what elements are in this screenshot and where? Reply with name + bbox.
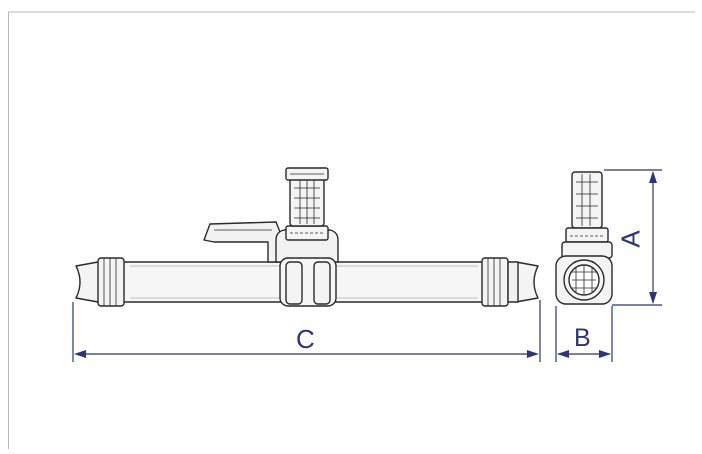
front-view — [75, 167, 539, 307]
lever-handle — [203, 221, 281, 263]
dimension-a-label: A — [615, 230, 646, 248]
left-coupling — [97, 257, 125, 307]
left-end-fitting — [75, 261, 102, 303]
filter-cartridge — [285, 167, 329, 227]
dimension-c-label: C — [296, 324, 315, 354]
frame-border — [8, 11, 695, 449]
right-coupling — [481, 257, 509, 307]
dimension-b-label: B — [574, 324, 591, 352]
dimension-lines — [72, 169, 662, 362]
side-view — [555, 171, 613, 305]
